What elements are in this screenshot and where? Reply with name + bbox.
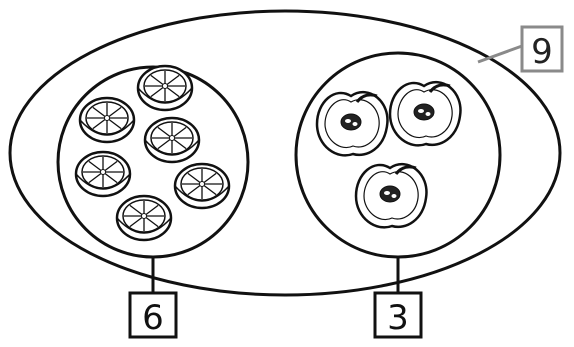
total-label-box: 9: [522, 27, 562, 72]
left-part-label: 6: [142, 298, 164, 338]
apple-half-icon: [390, 82, 460, 145]
orange-slice-icon: [80, 98, 134, 142]
right-part-label: 3: [387, 298, 409, 338]
apple-half-icon: [356, 164, 426, 227]
orange-slice-icon: [76, 152, 130, 196]
orange-slice-icon: [175, 164, 229, 208]
orange-slice-icon: [145, 118, 199, 162]
orange-slice-icon: [138, 66, 192, 110]
left-part-label-box: 6: [130, 293, 176, 338]
orange-slice-icon: [117, 196, 171, 240]
right-part-label-box: 3: [375, 293, 421, 338]
apple-half-icon: [317, 92, 387, 155]
total-label: 9: [531, 32, 553, 72]
